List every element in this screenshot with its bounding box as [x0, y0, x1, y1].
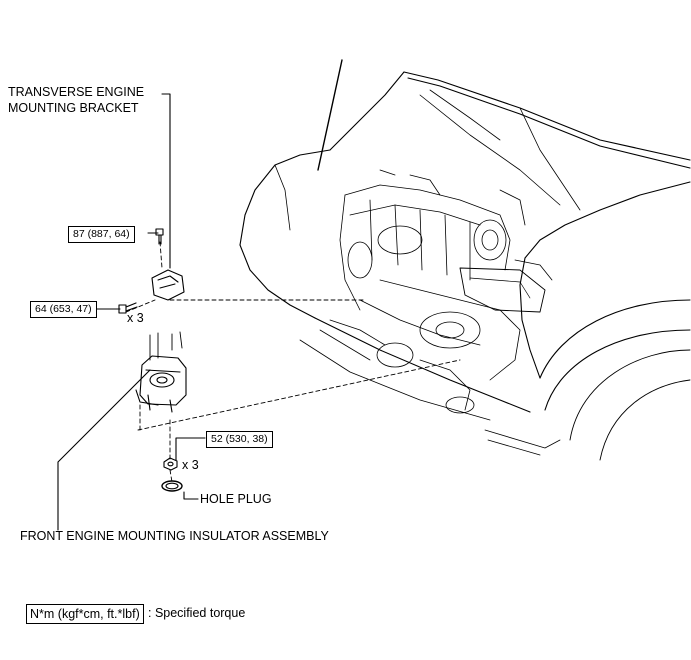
hole-plug — [161, 480, 183, 492]
legend-torque-box: N*m (kgf*cm, ft.*lbf) — [26, 604, 144, 624]
nut-52 — [163, 457, 178, 471]
transverse-bracket-label-line1: TRANSVERSE ENGINE — [8, 85, 145, 99]
front-insulator-label: FRONT ENGINE MOUNTING INSULATOR ASSEMBLY — [20, 529, 329, 543]
torque-box-nuts: 52 (530, 38) — [206, 431, 273, 448]
torque-box-bracket-bolt: 87 (887, 64) — [68, 226, 135, 243]
bracket-bolt-87 — [155, 228, 164, 245]
side-bolt-64 — [118, 302, 138, 314]
front-insulator-assembly — [135, 331, 187, 413]
leader-lines — [57, 93, 206, 531]
side-bolts-quantity: x 3 — [127, 311, 144, 325]
legend-text: : Specified torque — [148, 606, 246, 620]
transverse-bracket — [151, 269, 185, 301]
transverse-bracket-label-line2: MOUNTING BRACKET — [8, 101, 139, 115]
alignment-lines — [125, 241, 461, 483]
engine-assembly — [319, 169, 553, 414]
nuts-quantity: x 3 — [182, 458, 199, 472]
torque-box-side-bolts: 64 (653, 47) — [30, 301, 97, 318]
hole-plug-label: HOLE PLUG — [200, 492, 272, 506]
vehicle-illustration — [239, 59, 691, 461]
